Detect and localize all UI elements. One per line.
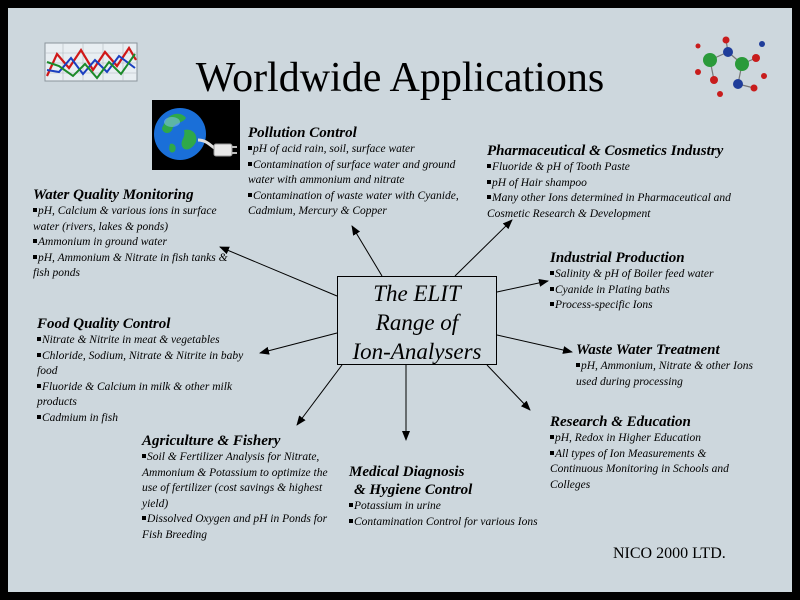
arrow-water bbox=[219, 246, 338, 297]
arrow-waste bbox=[496, 334, 573, 354]
arrow-pollution bbox=[351, 225, 383, 277]
industrial-heading: Industrial Production bbox=[550, 250, 685, 266]
agriculture-section: Agriculture & Fishery Soil & Fertilizer … bbox=[142, 432, 338, 543]
pharma-heading: Pharmaceutical & Cosmetics Industry bbox=[487, 143, 724, 159]
list-item: Contamination of surface water and groun… bbox=[248, 158, 473, 189]
list-item: All types of Ion Measurements & Continuo… bbox=[550, 447, 750, 494]
list-item: Salinity & pH of Boiler feed water bbox=[550, 267, 770, 283]
medical-heading-line-2: & Hygiene Control bbox=[354, 482, 473, 498]
research-section: Research & Education pH, Redox in Higher… bbox=[550, 413, 750, 493]
list-item: pH, Ammonium & Nitrate in fish tanks & f… bbox=[33, 251, 233, 282]
pollution-heading: Pollution Control bbox=[248, 125, 357, 141]
list-item: Many other Ions determined in Pharmaceut… bbox=[487, 191, 772, 222]
list-item: Potassium in urine bbox=[349, 499, 579, 515]
list-item: pH of Hair shampoo bbox=[487, 176, 772, 192]
list-item: Cadmium in fish bbox=[37, 411, 249, 427]
list-item: pH, Calcium & various ions in surface wa… bbox=[33, 204, 233, 235]
arrow-research bbox=[486, 364, 531, 411]
list-item: Fluoride & pH of Tooth Paste bbox=[487, 160, 772, 176]
waste-section: Waste Water Treatment pH, Ammonium, Nitr… bbox=[576, 341, 776, 390]
arrow-industrial bbox=[496, 278, 549, 293]
center-line-1: The ELIT bbox=[373, 281, 461, 306]
center-box: The ELIT Range of Ion-Analysers bbox=[337, 276, 497, 365]
list-item: Nitrate & Nitrite in meat & vegetables bbox=[37, 333, 249, 349]
water-heading: Water Quality Monitoring bbox=[33, 187, 194, 203]
food-heading: Food Quality Control bbox=[37, 316, 171, 332]
arrow-agriculture bbox=[296, 364, 343, 426]
list-item: Soil & Fertilizer Analysis for Nitrate, … bbox=[142, 450, 338, 512]
arrow-food bbox=[259, 332, 338, 355]
list-item: pH, Ammonium, Nitrate & other Ions used … bbox=[576, 359, 776, 390]
industrial-section: Industrial Production Salinity & pH of B… bbox=[550, 249, 770, 314]
list-item: pH, Redox in Higher Education bbox=[550, 431, 750, 447]
research-heading: Research & Education bbox=[550, 414, 691, 430]
page-title: Worldwide Applications bbox=[195, 55, 605, 101]
food-section: Food Quality Control Nitrate & Nitrite i… bbox=[37, 315, 249, 426]
list-item: Contamination of waste water with Cyanid… bbox=[248, 189, 473, 220]
list-item: pH of acid rain, soil, surface water bbox=[248, 142, 473, 158]
list-item: Fluoride & Calcium in milk & other milk … bbox=[37, 380, 249, 411]
list-item: Cyanide in Plating baths bbox=[550, 283, 770, 299]
company-footer: NICO 2000 LTD. bbox=[613, 545, 726, 562]
center-line-2: Range of bbox=[375, 310, 459, 335]
pharma-section: Pharmaceutical & Cosmetics Industry Fluo… bbox=[487, 142, 772, 222]
list-item: Dissolved Oxygen and pH in Ponds for Fis… bbox=[142, 512, 338, 543]
globe-plug-icon bbox=[152, 100, 240, 170]
list-item: Contamination Control for various Ions bbox=[349, 515, 579, 531]
molecules-icon bbox=[695, 36, 767, 97]
list-item: Chloride, Sodium, Nitrate & Nitrite in b… bbox=[37, 349, 249, 380]
medical-section: Medical Diagnosis & Hygiene Control Pota… bbox=[349, 463, 579, 530]
waste-heading: Waste Water Treatment bbox=[576, 342, 720, 358]
line-chart-icon bbox=[44, 42, 138, 82]
list-item: Process-specific Ions bbox=[550, 298, 770, 314]
center-line-3: Ion-Analysers bbox=[352, 339, 482, 364]
water-section: Water Quality Monitoring pH, Calcium & v… bbox=[33, 186, 233, 282]
agriculture-heading: Agriculture & Fishery bbox=[142, 433, 281, 449]
list-item: Ammonium in ground water bbox=[33, 235, 233, 251]
arrow-pharma bbox=[454, 219, 513, 277]
pollution-section: Pollution Control pH of acid rain, soil,… bbox=[248, 124, 473, 220]
medical-heading-line-1: Medical Diagnosis bbox=[349, 464, 465, 480]
